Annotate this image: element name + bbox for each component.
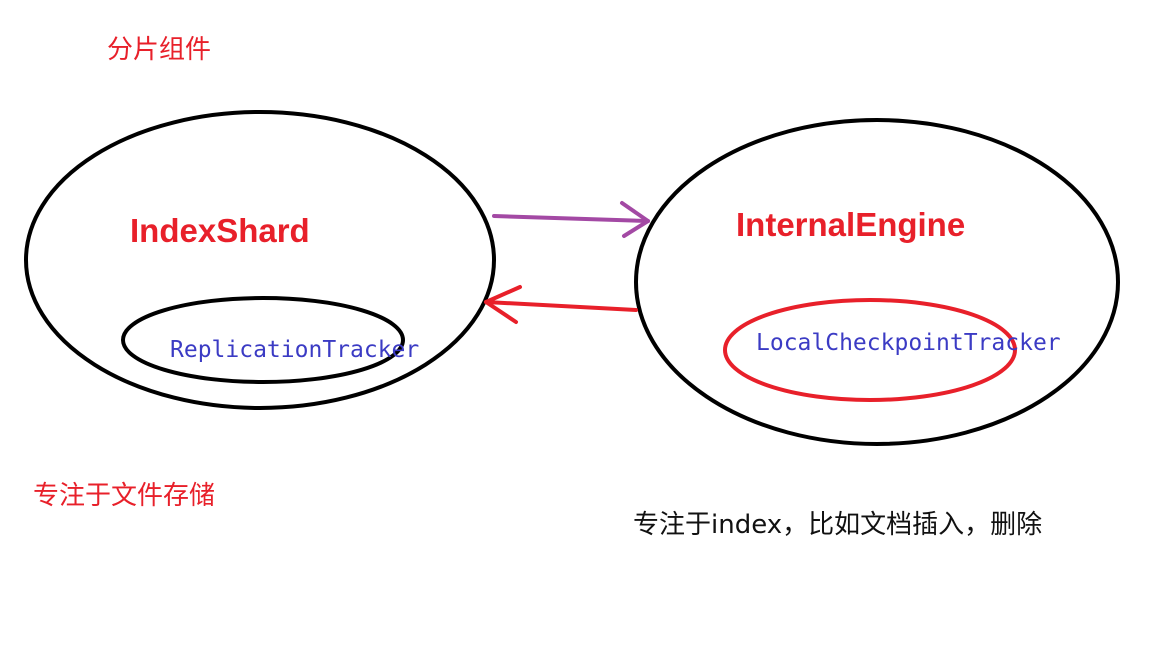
local-checkpoint-tracker-ellipse	[723, 298, 1017, 402]
index-shard-ellipse	[24, 110, 496, 410]
replication-tracker-ellipse	[121, 296, 405, 384]
purple-arrow-right	[492, 201, 650, 238]
red-arrow-left	[484, 285, 638, 324]
local-checkpoint-tracker-label: LocalCheckpointTracker	[756, 330, 1061, 356]
top-label: 分片组件	[107, 35, 212, 65]
internal-engine-ellipse	[634, 118, 1120, 446]
replication-tracker-label: ReplicationTracker	[170, 337, 420, 363]
internal-engine-title: InternalEngine	[736, 206, 966, 243]
right-note: 专注于index，比如文档插入，删除	[633, 510, 1043, 540]
left-note: 专注于文件存储	[33, 481, 216, 511]
index-shard-title: IndexShard	[130, 212, 310, 249]
